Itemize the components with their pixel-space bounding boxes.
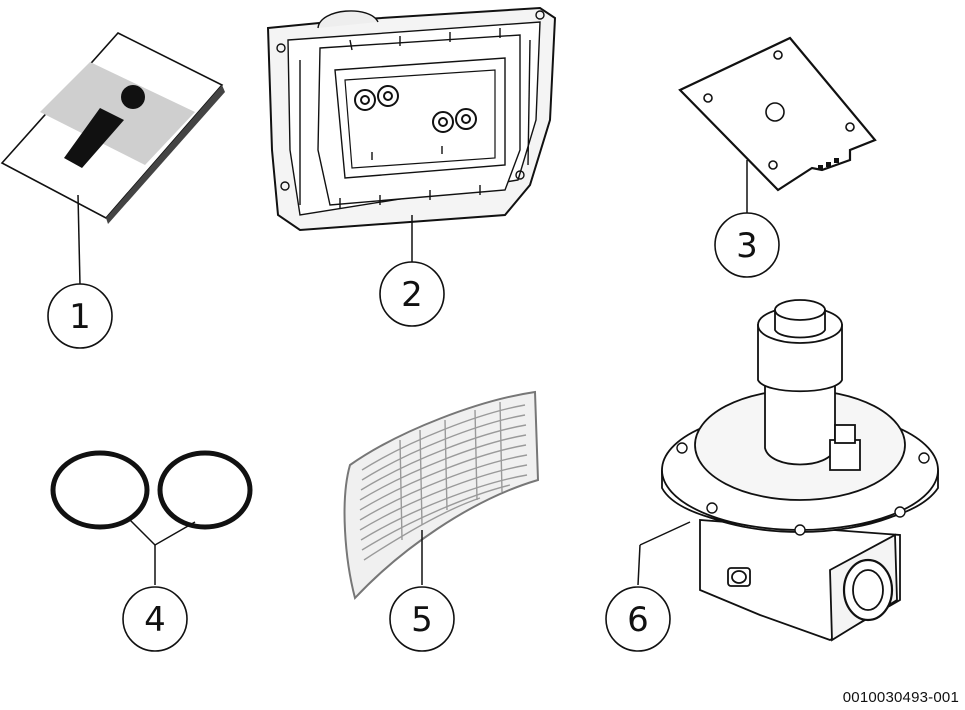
svg-text:6: 6 bbox=[627, 600, 649, 640]
callout-2: 2 bbox=[379, 261, 445, 327]
part-5-label-sheet bbox=[343, 390, 540, 601]
svg-text:2: 2 bbox=[401, 275, 423, 315]
part-2-mounting-frame bbox=[266, 6, 557, 262]
part-6-gas-pressure-regulator bbox=[637, 299, 939, 642]
callout-1: 1 bbox=[47, 283, 113, 349]
part-4-o-rings bbox=[50, 450, 253, 585]
svg-text:4: 4 bbox=[144, 600, 166, 640]
svg-text:3: 3 bbox=[736, 226, 758, 266]
part-1-info-document bbox=[0, 32, 225, 286]
info-icon bbox=[64, 85, 145, 168]
part-3-gasket-plate bbox=[678, 36, 877, 214]
callout-5: 5 bbox=[389, 586, 455, 652]
frame-nuts bbox=[354, 85, 477, 133]
callout-6: 6 bbox=[605, 586, 671, 652]
document-id: 0010030493-001 bbox=[842, 689, 959, 706]
callout-3: 3 bbox=[714, 212, 780, 278]
callout-4: 4 bbox=[122, 586, 188, 652]
svg-text:1: 1 bbox=[69, 297, 91, 337]
svg-text:5: 5 bbox=[411, 600, 433, 640]
